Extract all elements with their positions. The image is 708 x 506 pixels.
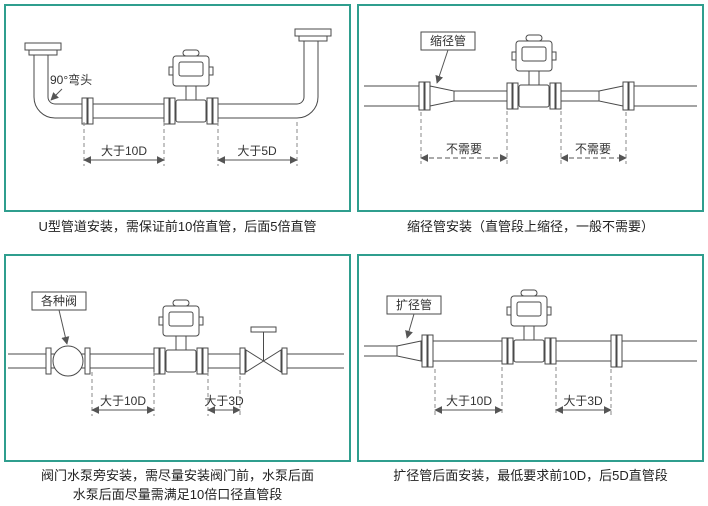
flanges <box>421 334 623 368</box>
ball-valve <box>45 345 91 377</box>
caption-reducer: 缩径管安装（直管段上缩径，一般不需要） <box>357 217 704 236</box>
panel-valve: 各种阀 大于10D 大于3D <box>4 254 351 462</box>
panel-expander: 扩径管 大于10D 大于3D <box>357 254 704 462</box>
dimension-left: 大于10D <box>91 372 155 416</box>
flowmeter <box>506 34 562 110</box>
end-flanges <box>24 28 332 125</box>
caption-u-pipe: U型管道安装，需保证前10倍直管，后面5倍直管 <box>4 217 351 236</box>
dimension-right: 不需要 <box>560 111 627 164</box>
expander-callout: 扩径管 <box>386 295 442 339</box>
caption-expander: 扩径管后面安装，最低要求前10D，后5D直管段 <box>357 466 704 485</box>
dim-right-label: 大于5D <box>237 144 277 158</box>
flanges <box>418 81 635 111</box>
panel-reducer: 缩径管 不需要 不需要 <box>357 4 704 212</box>
caption-valve-line2: 水泵后面尽量需满足10倍口径直管段 <box>72 487 283 502</box>
flowmeter <box>153 299 209 375</box>
dim-left-label: 大于10D <box>100 394 146 408</box>
dimension-right: 大于5D <box>217 122 298 166</box>
valve-callout: 各种阀 <box>31 291 87 345</box>
reducer-diagram: 缩径管 不需要 不需要 <box>364 31 697 164</box>
reducer-callout-label: 缩径管 <box>430 33 466 48</box>
elbow-label: 90°弯头 <box>50 72 92 87</box>
flowmeter <box>163 49 219 125</box>
pipe-run <box>364 85 697 107</box>
dim-left-label: 不需要 <box>446 142 482 156</box>
dimension-right: 大于3D <box>555 367 612 416</box>
elbow-callout: 90°弯头 <box>50 72 92 101</box>
valve-diagram: 各种阀 大于10D 大于3D <box>8 291 344 416</box>
pipe-run <box>364 340 697 362</box>
valve-callout-label: 各种阀 <box>41 293 77 308</box>
gate-valve <box>239 326 288 375</box>
u-pipe-diagram: 90°弯头 大于10D 大于5D <box>24 28 332 166</box>
panel-u-pipe: 90°弯头 大于10D 大于5D <box>4 4 351 212</box>
dimension-right: 大于3D <box>204 372 244 416</box>
caption-valve-line1: 阀门水泵旁安装，需尽量安装阀门前，水泵后面 <box>40 468 314 483</box>
reducer-cone <box>429 85 455 107</box>
dimension-left: 不需要 <box>420 111 508 164</box>
expander-callout-label: 扩径管 <box>396 297 432 312</box>
expander-cone <box>598 85 624 107</box>
expander-cone <box>396 340 422 362</box>
dim-left-label: 大于10D <box>101 144 147 158</box>
dim-right-label: 不需要 <box>575 142 611 156</box>
caption-expander-text: 扩径管后面安装，最低要求前10D，后5D直管段 <box>393 468 668 483</box>
dim-right-label: 大于3D <box>563 394 603 408</box>
caption-reducer-text: 缩径管安装（直管段上缩径，一般不需要） <box>406 219 654 234</box>
dimension-left: 大于10D <box>434 367 503 416</box>
dimension-left: 大于10D <box>83 122 165 166</box>
reducer-callout: 缩径管 <box>420 31 476 84</box>
caption-u-pipe-text: U型管道安装，需保证前10倍直管，后面5倍直管 <box>38 219 317 234</box>
dim-right-label: 大于3D <box>204 394 244 408</box>
dim-left-label: 大于10D <box>446 394 492 408</box>
expander-diagram: 扩径管 大于10D 大于3D <box>364 289 697 416</box>
flowmeter <box>501 289 557 365</box>
caption-valve: 阀门水泵旁安装，需尽量安装阀门前，水泵后面 水泵后面尽量需满足10倍口径直管段 <box>4 466 351 504</box>
